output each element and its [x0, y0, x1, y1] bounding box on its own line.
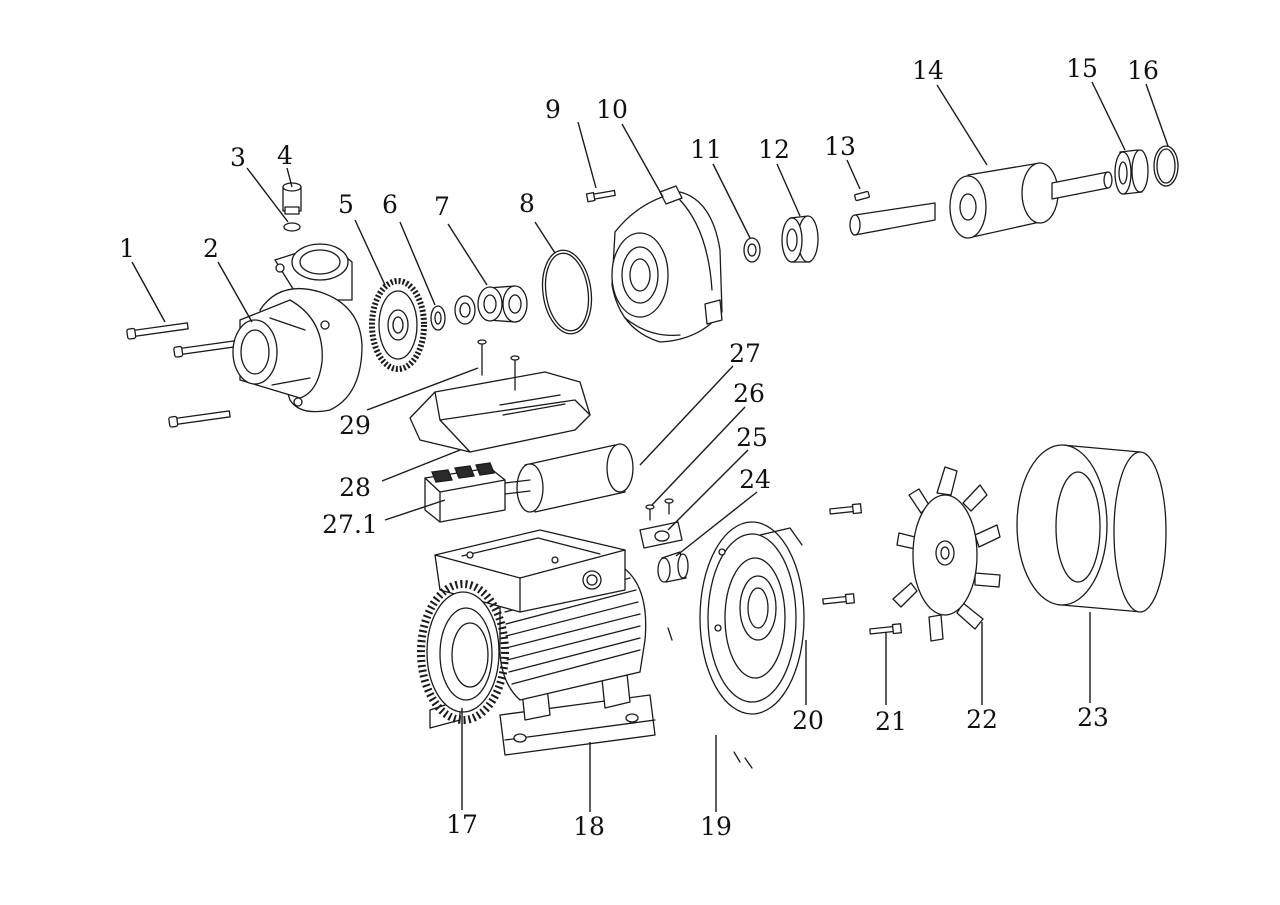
- part-19-cable: [664, 624, 753, 774]
- label-part-29: 29: [339, 411, 371, 440]
- part-3-oring: [283, 222, 301, 232]
- part-13-key: [854, 190, 870, 202]
- part-22-fan: [892, 466, 1001, 642]
- part-17-18-motor-body: [417, 529, 656, 756]
- part-1-bolts: [126, 322, 236, 428]
- part-20-rear-cover: [699, 521, 805, 715]
- label-part-11: 11: [690, 135, 722, 164]
- label-part-20: 20: [792, 706, 824, 735]
- part-26-small-screws: [645, 498, 674, 521]
- part-16-circlip: [1153, 145, 1179, 187]
- label-part-19: 19: [700, 812, 732, 841]
- label-part-4: 4: [277, 141, 293, 170]
- part-10-front-cover: [611, 185, 723, 343]
- label-part-5: 5: [338, 190, 354, 219]
- label-part-16: 16: [1127, 56, 1159, 85]
- label-part-13: 13: [824, 132, 856, 161]
- label-part-27-1: 27.1: [322, 510, 378, 539]
- part-25-cable-clamp: [639, 521, 683, 549]
- label-part-12: 12: [758, 135, 790, 164]
- part-7-mechanical-seal: [454, 285, 528, 325]
- part-21-bolts: [822, 503, 903, 635]
- leader-lines: [131, 81, 1169, 812]
- part-28-terminal-cover: [409, 371, 591, 453]
- part-5-impeller: [369, 278, 427, 372]
- label-part-17: 17: [446, 810, 478, 839]
- label-part-26: 26: [733, 379, 765, 408]
- part-15-bearing: [1114, 149, 1149, 195]
- label-part-3: 3: [230, 143, 246, 172]
- part-24-cable-gland: [657, 551, 689, 583]
- label-part-6: 6: [382, 190, 398, 219]
- label-part-18: 18: [573, 812, 605, 841]
- part-6-washer: [430, 305, 446, 331]
- label-part-15: 15: [1066, 54, 1098, 83]
- label-part-8: 8: [519, 189, 535, 218]
- part-27-1-terminal-block: [424, 462, 506, 523]
- label-part-9: 9: [545, 95, 561, 124]
- label-part-1: 1: [119, 234, 135, 263]
- part-11-washer: [743, 237, 761, 263]
- part-14-rotor-shaft: [849, 162, 1113, 239]
- part-9-bolt: [585, 189, 616, 203]
- label-part-24: 24: [739, 465, 771, 494]
- label-part-10: 10: [596, 95, 628, 124]
- label-part-21: 21: [875, 707, 907, 736]
- part-4-plug: [282, 182, 302, 215]
- part-29-screws: [477, 339, 520, 391]
- label-part-14: 14: [912, 56, 944, 85]
- label-part-25: 25: [736, 423, 768, 452]
- part-12-bearing: [781, 215, 819, 263]
- part-labels: 1 2 3 4 5 6 7 8 9 10 11 12 13 14 15 16 1…: [119, 54, 1159, 841]
- label-part-23: 23: [1077, 703, 1109, 732]
- part-2-pump-housing: [232, 243, 363, 413]
- label-part-22: 22: [966, 705, 998, 734]
- label-part-2: 2: [203, 234, 219, 263]
- part-23-fan-cover: [1016, 444, 1167, 613]
- part-27-capacitor: [504, 443, 634, 513]
- label-part-28: 28: [339, 473, 371, 502]
- part-8-large-oring: [541, 249, 593, 335]
- label-part-7: 7: [434, 192, 450, 221]
- label-part-27: 27: [729, 339, 761, 368]
